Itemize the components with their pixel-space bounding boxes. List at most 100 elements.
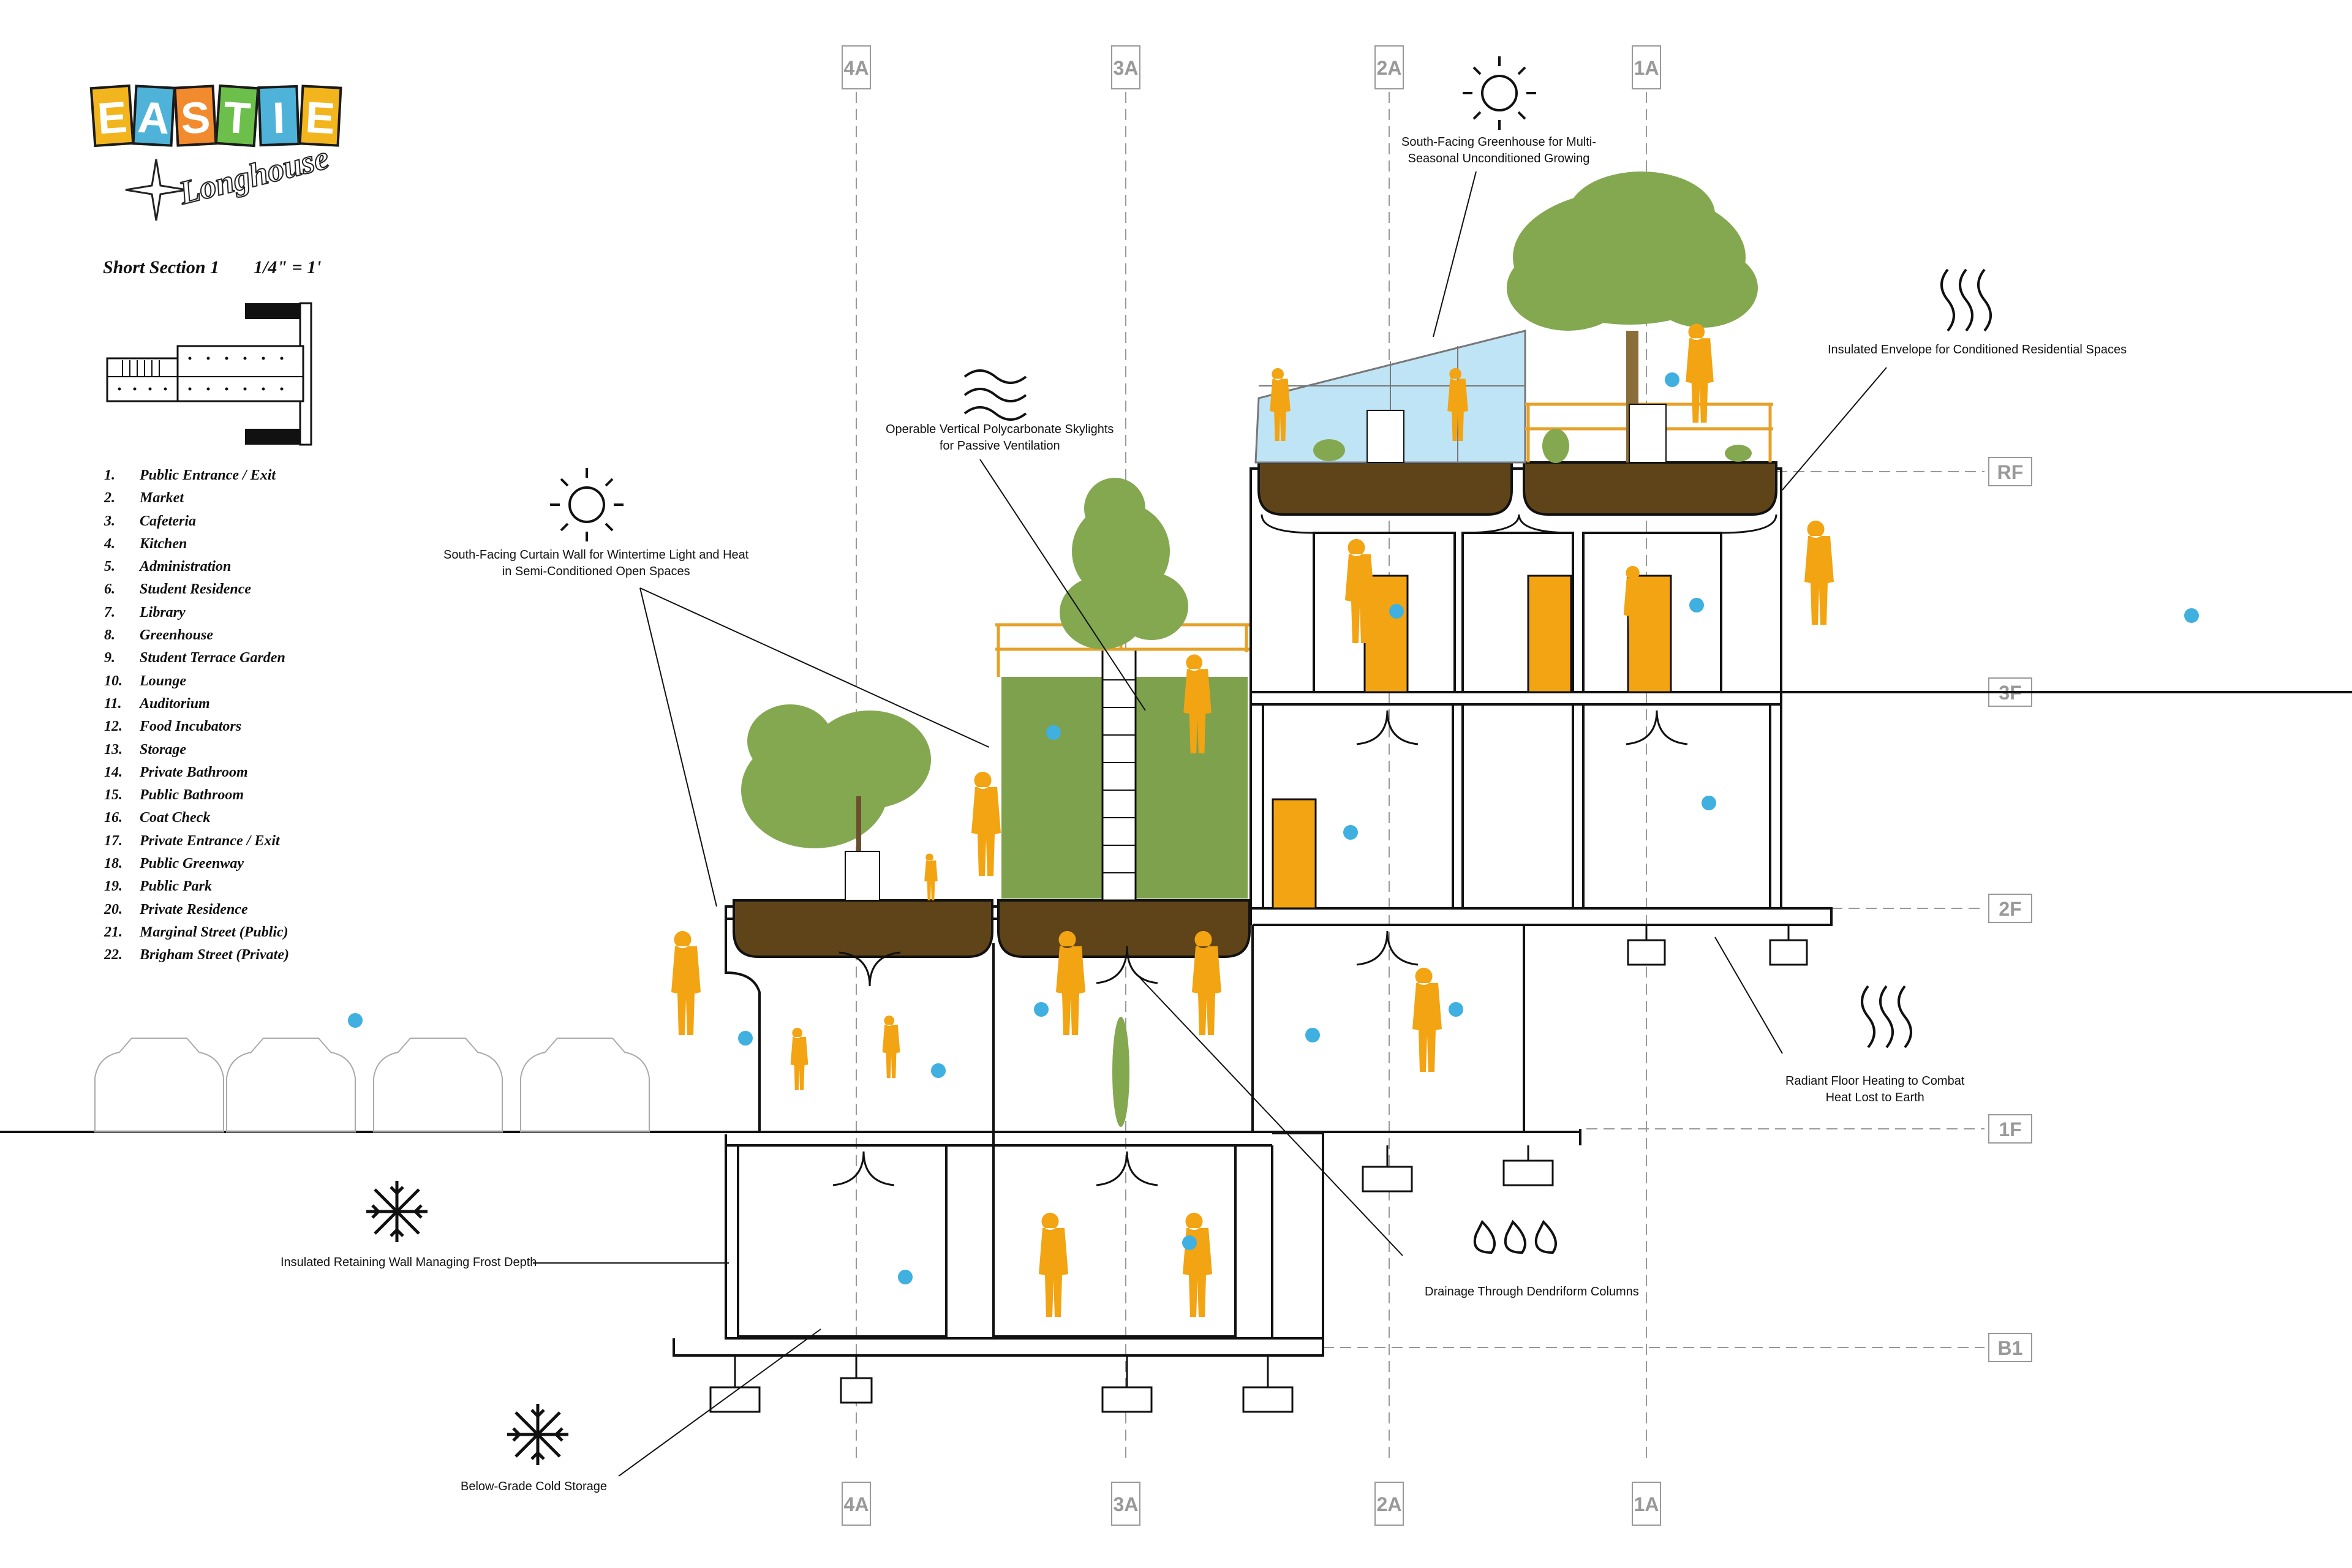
- column-marker: 4A: [842, 1482, 871, 1526]
- room-tag: [931, 1063, 946, 1078]
- legend-label: Administration: [140, 559, 232, 575]
- legend-number: 15.: [104, 787, 123, 804]
- legend-item: 5. Administration: [104, 556, 289, 578]
- legend-number: 8.: [104, 627, 115, 644]
- legend-number: 17.: [104, 832, 123, 849]
- terrace-planters: [725, 899, 1252, 1132]
- trees: [741, 172, 1758, 1127]
- legend-number: 6.: [104, 581, 115, 598]
- legend-item: 12. Food Incubators: [104, 715, 289, 738]
- person-figure: [882, 1016, 900, 1078]
- legend-number: 12.: [104, 718, 123, 735]
- room-tag: [1449, 1002, 1463, 1017]
- room-tag: [1305, 1028, 1320, 1042]
- person-figure: [1686, 323, 1714, 423]
- legend-item: 8. Greenhouse: [104, 624, 289, 647]
- legend-item: 11.Auditorium: [104, 693, 289, 715]
- legend-number: 9.: [104, 650, 115, 666]
- tree: [1507, 172, 1758, 463]
- legend-label: Marginal Street (Public): [140, 924, 288, 940]
- footings: [709, 925, 1808, 1413]
- level-marker-label: RF: [1997, 461, 2024, 483]
- legend-item: 13. Storage: [104, 739, 289, 761]
- person-figure: [1447, 368, 1468, 441]
- level-marker: 2F: [1988, 894, 2032, 923]
- leader-lines: [533, 171, 1887, 1477]
- legend-label: Food Incubators: [140, 718, 242, 735]
- column-marker: 2A: [1374, 45, 1404, 89]
- roof-planters: [1257, 461, 1777, 534]
- person-figure: [1412, 968, 1442, 1072]
- legend-item: 19.Public Park: [104, 875, 289, 898]
- note-line: South-Facing Greenhouse for Multi-: [1401, 135, 1596, 149]
- legend-item: 4.Kitchen: [104, 533, 289, 556]
- legend-item: 7.Library: [104, 601, 289, 624]
- person-figure: [1183, 1213, 1212, 1317]
- legend-item: 16.Coat Check: [104, 807, 289, 829]
- heat-waves-icon: [1940, 268, 1992, 332]
- legend-item: 20.Private Residence: [104, 899, 289, 921]
- legend-label: Kitchen: [140, 535, 187, 552]
- person-figure: [1345, 539, 1374, 643]
- key-plan: [106, 302, 312, 446]
- room-tags: [348, 372, 2199, 1284]
- legend-label: Cafeteria: [140, 513, 196, 529]
- legend-number: 14.: [104, 764, 123, 780]
- legend-item: 18.Public Greenway: [104, 853, 289, 875]
- legend-number: 13.: [104, 741, 123, 758]
- legend-number: 1.: [104, 467, 115, 483]
- dendriform-columns: [832, 710, 1688, 1186]
- sun-icon: [550, 468, 624, 541]
- legend-label: Student Terrace Garden: [140, 650, 285, 666]
- legend-number: 5.: [104, 559, 115, 575]
- legend-label: Private Bathroom: [140, 764, 248, 780]
- column-marker: 1A: [1632, 45, 1661, 89]
- note-line: in Semi-Conditioned Open Spaces: [502, 565, 690, 578]
- legend-item: 15.Public Bathroom: [104, 784, 289, 807]
- legend-number: 21.: [104, 924, 123, 940]
- level-marker-label: 1F: [1999, 1118, 2021, 1140]
- tree: [1060, 478, 1188, 649]
- level-marker: B1: [1988, 1333, 2032, 1362]
- legend-item: 1.Public Entrance / Exit: [104, 464, 289, 487]
- parked-cars: [94, 1038, 650, 1133]
- column-marker: 3A: [1111, 1482, 1140, 1526]
- column-marker-label: 3A: [1114, 57, 1139, 79]
- legend-item: 3.Cafeteria: [104, 510, 289, 533]
- room-tag: [2184, 608, 2199, 623]
- legend-label: Market: [140, 490, 184, 507]
- legend-number: 19.: [104, 878, 123, 895]
- legend-label: Library: [140, 604, 186, 620]
- wind-icon: [963, 369, 1027, 421]
- legend-number: 20.: [104, 901, 123, 918]
- level-marker-label: 2F: [1999, 898, 2021, 920]
- sun-icon: [1463, 56, 1536, 130]
- legend-number: 18.: [104, 856, 123, 872]
- legend-item: 17.Private Entrance / Exit: [104, 830, 289, 853]
- person-figure: [1192, 931, 1221, 1035]
- legend-item: 22. Brigham Street (Private): [104, 944, 289, 967]
- person-figure: [1804, 521, 1834, 625]
- residential-tower: [1250, 467, 1782, 925]
- person-figure: [1270, 368, 1291, 441]
- legend-item: 9. Student Terrace Garden: [104, 647, 289, 669]
- drawing-scale: 1/4" = 1': [254, 257, 322, 277]
- heat-waves-icon: [1861, 985, 1912, 1049]
- legend-label: Student Residence: [140, 581, 252, 598]
- legend-label: Greenhouse: [140, 627, 214, 644]
- legend-item: 21. Marginal Street (Public): [104, 921, 289, 944]
- note-line: Radiant Floor Heating to Combat: [1785, 1074, 1965, 1088]
- legend-label: Storage: [140, 741, 187, 758]
- snowflake-icon: [507, 1404, 568, 1465]
- legend-number: 22.: [104, 947, 123, 963]
- radiant-floor-note: Radiant Floor Heating to Combat Heat Los…: [1785, 1073, 1964, 1106]
- cold-storage-note: Below-Grade Cold Storage: [461, 1479, 607, 1495]
- column-marker-label: 3A: [1114, 1493, 1139, 1515]
- person-figure: [1623, 566, 1648, 649]
- room-tag: [348, 1013, 363, 1028]
- green-wall: [1001, 648, 1248, 902]
- legend-label: Brigham Street (Private): [140, 947, 289, 963]
